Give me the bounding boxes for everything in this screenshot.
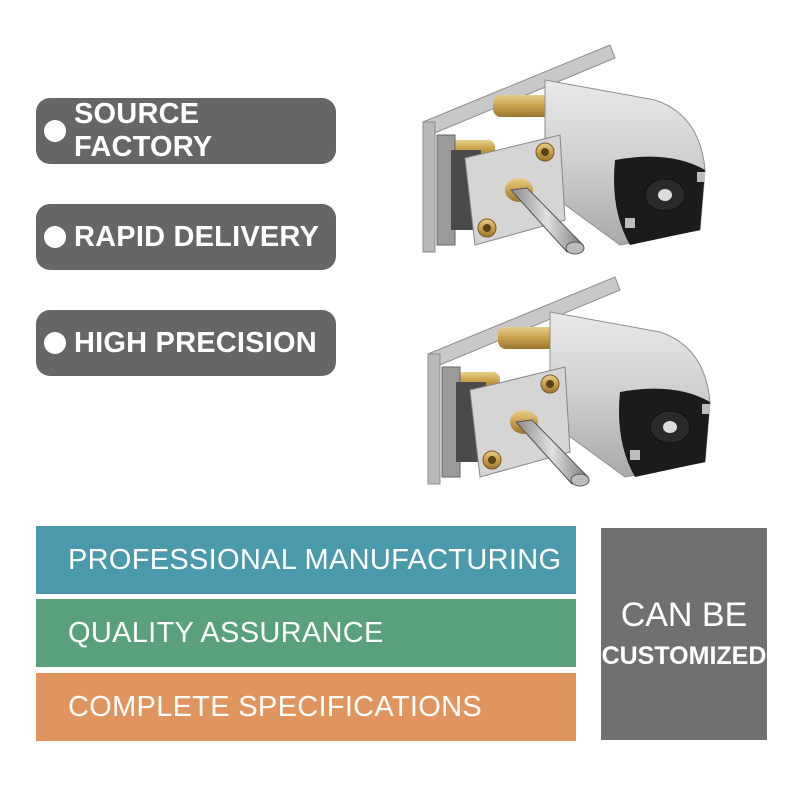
band-label: QUALITY ASSURANCE — [68, 616, 384, 649]
bullet-icon — [44, 120, 66, 142]
bullet-icon — [44, 332, 66, 354]
feature-label: SOURCE FACTORY — [74, 98, 213, 163]
band-quality-assurance: QUALITY ASSURANCE — [36, 599, 576, 667]
gear-motor-image — [427, 276, 711, 487]
gear-motor-image — [422, 44, 706, 255]
bullet-icon — [44, 226, 66, 248]
feature-label: HIGH PRECISION — [74, 326, 317, 359]
custom-line-1: CAN BE — [620, 596, 748, 634]
feature-pill-rapid-delivery: RAPID DELIVERY — [36, 204, 336, 270]
feature-pill-source-factory: SOURCE FACTORY — [36, 98, 336, 164]
band-professional-manufacturing: PROFESSIONAL MANUFACTURING — [36, 526, 576, 594]
band-complete-specifications: COMPLETE SPECIFICATIONS — [36, 673, 576, 741]
custom-line-2: CUSTOMIZED — [601, 642, 767, 670]
customization-box: CAN BE CUSTOMIZED — [601, 528, 767, 740]
feature-label: RAPID DELIVERY — [74, 220, 320, 253]
band-label: PROFESSIONAL MANUFACTURING — [68, 543, 562, 576]
band-label: COMPLETE SPECIFICATIONS — [68, 690, 483, 723]
feature-pill-high-precision: HIGH PRECISION — [36, 310, 336, 376]
